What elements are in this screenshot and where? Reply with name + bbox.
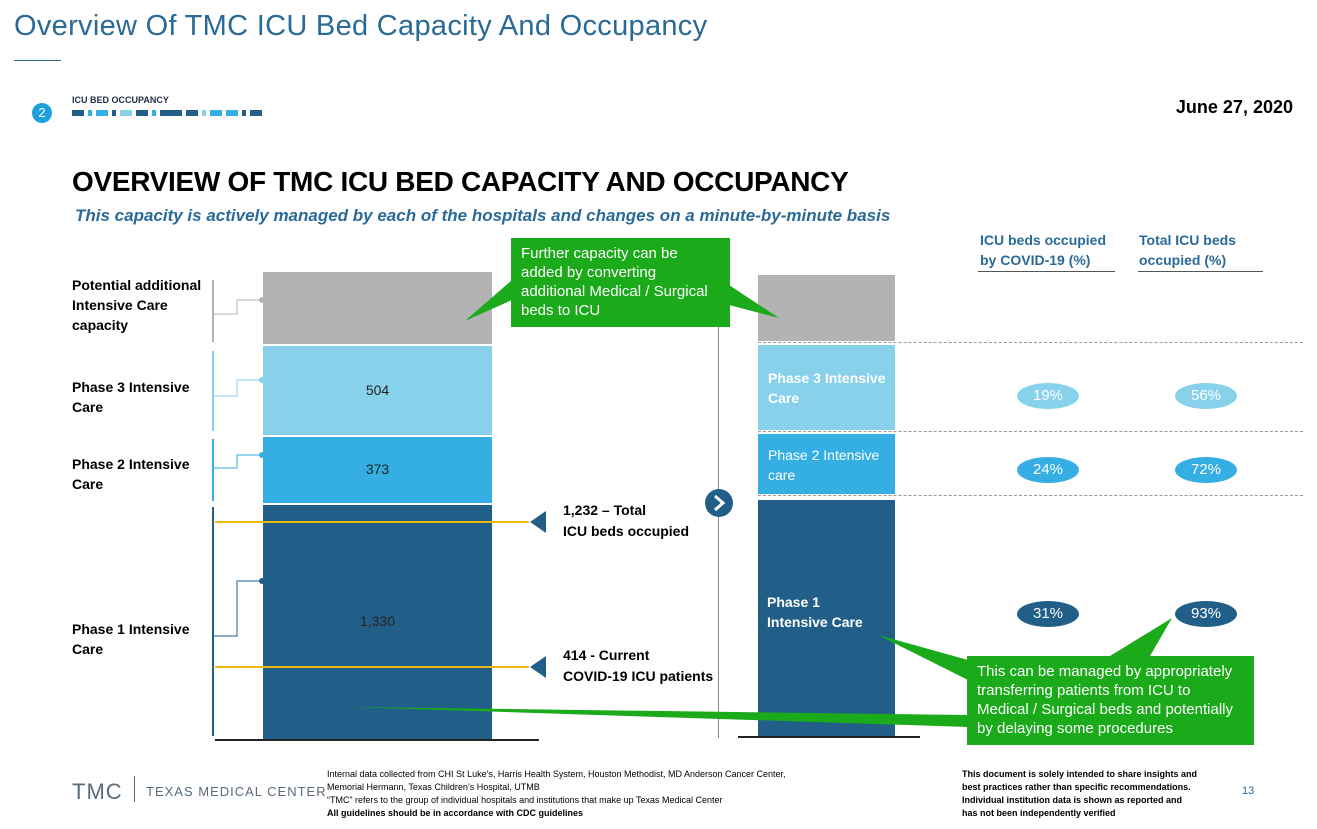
marker-arrow-covid [530,656,546,678]
marker-label-covid-patients: 414 - Current COVID-19 ICU patients [563,647,714,684]
label-potential-capacity: Potential additional Intensive Care capa… [72,277,202,333]
bar-segment-phase3 [263,346,492,436]
bar-segment-phase2 [263,437,492,503]
logo-divider [134,776,135,802]
bar-segment-potential-capacity [263,272,492,345]
slide-title: Overview Of TMC ICU Bed Capacity And Occ… [14,10,708,42]
bar-value-phase3: 504 [365,381,390,398]
marker-line-covid-patients [215,666,529,668]
report-date: June 27, 2020 [1175,97,1293,117]
right-label-phase2: Phase 2 Intensive care [768,447,880,483]
footer-source-notes: Internal data collected from CHI St Luke… [327,769,786,818]
right-label-phase1: Phase 1 Intensive Care [767,594,863,630]
marker-label-total-occupied: 1,232 – Total ICU beds occupied [563,502,690,539]
chart-title: OVERVIEW OF TMC ICU BED CAPACITY AND OCC… [72,166,849,197]
bar-value-phase1: 1,330 [359,613,396,630]
marker-arrow-total [530,511,546,533]
total-occupancy-header: Total ICU beds occupied (%) [1139,232,1236,268]
section-progress-icon [72,110,262,116]
tmc-logo-text: TEXAS MEDICAL CENTER [146,784,327,799]
title-underline [14,60,61,61]
total-header-rule [1138,271,1263,272]
right-bar-potential-capacity [758,275,895,341]
chart-subtitle: This capacity is actively managed by eac… [75,206,891,225]
row-separator [758,495,1303,496]
right-label-phase3: Phase 3 Intensive Care [768,370,886,406]
covid-occupancy-header: ICU beds occupied by COVID-19 (%) [980,232,1107,268]
pill-covid-phase2: 24% [1017,457,1079,483]
section-number-badge: 2 [32,103,52,123]
callout-manage-transfers: This can be managed by appropriately tra… [967,656,1254,745]
chevron-right-circle-icon [705,489,733,517]
covid-header-rule [978,271,1115,272]
left-bar-baseline [215,739,539,741]
label-phase1: Phase 1 Intensive Care [72,621,190,657]
bar-segment-phase1 [263,504,492,740]
footer-disclaimer: This document is solely intended to shar… [962,769,1198,818]
callout-further-capacity: Further capacity can be added by convert… [511,238,730,327]
marker-line-total-occupied [215,521,529,523]
right-bar-phase3 [758,345,895,430]
pill-covid-phase1: 31% [1017,601,1079,627]
right-bar-phase1 [758,500,895,737]
page-number: 13 [1242,785,1255,797]
row-separator [758,342,1303,343]
vertical-divider [718,310,719,738]
label-phase2: Phase 2 Intensive Care [72,456,190,492]
right-bar-baseline [738,736,920,738]
row-separator [758,431,1303,432]
pill-total-phase3: 56% [1175,383,1237,409]
section-label: ICU BED OCCUPANCY [72,95,169,105]
label-phase3: Phase 3 Intensive Care [72,379,190,415]
right-bar-phase2 [758,434,895,494]
pill-total-phase1: 93% [1175,601,1237,627]
bar-value-phase2: 373 [365,461,390,478]
pill-covid-phase3: 19% [1017,383,1079,409]
tmc-logo-mark: TMC [72,779,123,804]
pill-total-phase2: 72% [1175,457,1237,483]
